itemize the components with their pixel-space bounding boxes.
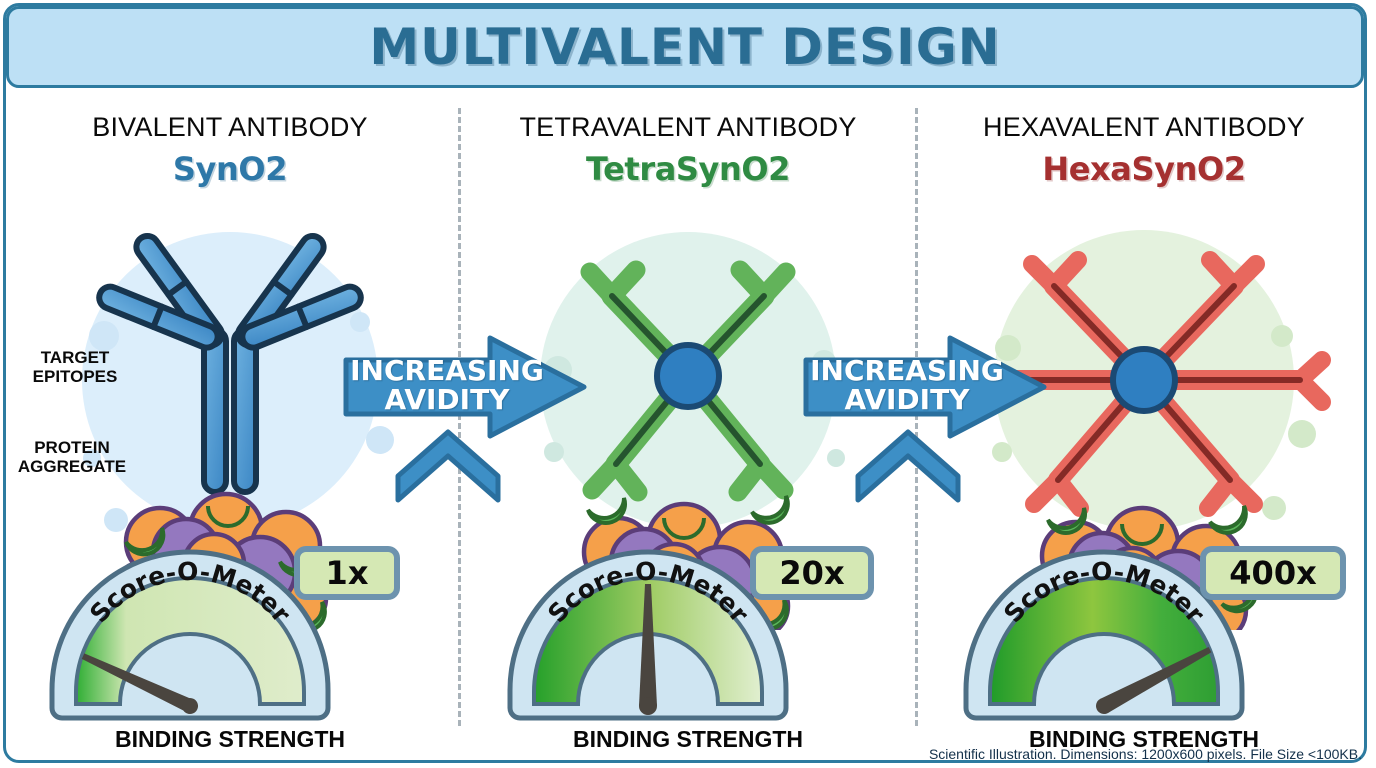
gauge-caption-bivalent: BINDING STRENGTH [115, 726, 345, 752]
gauge-hexavalent: Score-O-Meter 400x BINDING STRENGTH [922, 540, 1366, 755]
panel-tetravalent: TETRAVALENT ANTIBODY TetraSynO2 [466, 92, 910, 760]
title-banner: MULTIVALENT DESIGN [6, 6, 1364, 88]
panel-header-bivalent: BIVALENT ANTIBODY [92, 112, 368, 142]
page-title: MULTIVALENT DESIGN [369, 18, 1001, 76]
hub-icon [654, 342, 722, 410]
gauge-needle [639, 584, 657, 715]
gauge-needle [81, 653, 198, 714]
chevron-up-icon [395, 429, 501, 503]
gauge-needle [1096, 647, 1212, 714]
column-divider-1 [458, 108, 461, 726]
panel-header-tetravalent: TETRAVALENT ANTIBODY [519, 112, 857, 142]
gauge-tetravalent: Score-O-Meter 20x BINDING STRENGTH [466, 540, 910, 755]
badge-multiplier-tetravalent: 20x [750, 546, 874, 600]
gauge-caption-hexavalent: BINDING STRENGTH [1029, 726, 1259, 752]
panel-bivalent: BIVALENT ANTIBODY SynO2 [8, 92, 452, 760]
panel-name-bivalent: SynO2 [172, 150, 288, 188]
panel-name-tetravalent: TetraSynO2 [585, 150, 791, 188]
chevron-up-icon [855, 429, 961, 503]
gauge-caption-tetravalent: BINDING STRENGTH [573, 726, 803, 752]
label-target-epitopes: TARGET EPITOPES [32, 348, 118, 387]
panel-name-hexavalent: HexaSynO2 [1042, 150, 1246, 188]
antibody-glyph [96, 232, 364, 495]
badge-multiplier-bivalent: 1x [294, 546, 400, 600]
panel-hexavalent: HEXAVALENT ANTIBODY HexaSynO2 [922, 92, 1366, 760]
arrow-increasing-avidity-1: INCREASING AVIDITY [340, 330, 590, 505]
panel-header-hexavalent: HEXAVALENT ANTIBODY [983, 112, 1305, 142]
column-divider-2 [915, 108, 918, 726]
label-protein-aggregate: PROTEIN AGGREGATE [17, 438, 127, 477]
footer-note: Scientific Illustration. Dimensions: 120… [928, 746, 1362, 762]
arrow-increasing-avidity-2: INCREASING AVIDITY [800, 330, 1050, 505]
gauge-bivalent: Score-O-Meter 1x BINDING STRENGTH [8, 540, 452, 755]
badge-multiplier-hexavalent: 400x [1200, 546, 1346, 600]
antibody-art-bivalent: TARGET EPITOPES PROTEIN AGGREGATE [8, 190, 452, 650]
hub-icon [1110, 346, 1178, 414]
